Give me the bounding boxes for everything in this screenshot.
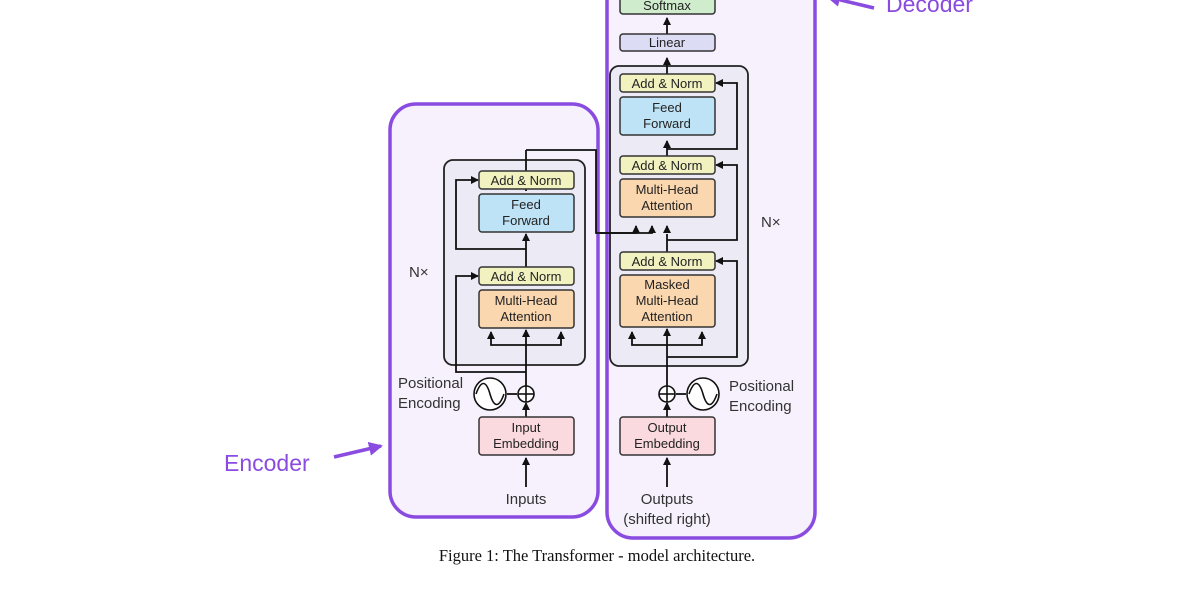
softmax-box: [619, 0, 716, 15]
enc-nx-label: N×: [409, 264, 429, 281]
dec-positional-line1: Positional: [729, 378, 794, 395]
softmax-label: Softmax: [643, 0, 691, 13]
encoder-connections: [455, 149, 656, 487]
enc-feed-forward-line1: Feed: [511, 197, 541, 212]
dec-mha-line2: Attention: [641, 198, 692, 213]
dec-add-circle-icon: [658, 385, 676, 403]
decoder-callout: Decoder: [886, 0, 973, 17]
dec-masked-line1: Masked: [644, 277, 690, 292]
dec-nx-label: N×: [761, 214, 781, 231]
enc-mha-line2: Attention: [500, 309, 551, 324]
dec-add-norm-ff: Add & Norm: [632, 76, 703, 91]
encoder-layer-stack: [443, 159, 586, 366]
input-embedding-line1: Input: [512, 420, 541, 435]
outputs-label-line2: (shifted right): [623, 511, 711, 528]
dec-masked-mha-box: [619, 274, 716, 328]
dec-masked-line2: Multi-Head: [636, 293, 699, 308]
dec-feed-forward-box: [619, 96, 716, 136]
enc-mha-line1: Multi-Head: [495, 293, 558, 308]
enc-feed-forward-box: [478, 193, 575, 233]
input-embedding-box: [478, 416, 575, 456]
enc-multi-head-attention-box: [478, 289, 575, 329]
dec-masked-line3: Attention: [641, 309, 692, 324]
output-embedding-box: [619, 416, 716, 456]
dec-add-norm-ff-box: [619, 73, 716, 93]
inputs-label: Inputs: [506, 491, 547, 508]
dec-add-norm-cross: Add & Norm: [632, 158, 703, 173]
enc-positional-line2: Encoding: [398, 395, 461, 412]
dec-feed-forward-line1: Feed: [652, 100, 682, 115]
enc-feed-forward-line2: Forward: [502, 213, 550, 228]
enc-add-norm-att: Add & Norm: [491, 269, 562, 284]
linear-label: Linear: [649, 35, 686, 50]
linear-box: [619, 33, 716, 52]
enc-add-circle-icon: [517, 385, 535, 403]
decoder-connections: [628, 17, 738, 487]
figure-caption: Figure 1: The Transformer - model archit…: [439, 546, 755, 565]
dec-add-norm-cross-box: [619, 155, 716, 175]
enc-positional-line1: Positional: [398, 375, 463, 392]
dec-add-norm-masked: Add & Norm: [632, 254, 703, 269]
dec-multi-head-attention-box: [619, 178, 716, 218]
decoder-callout-arrow: [826, 0, 875, 10]
enc-add-norm-att-box: [478, 266, 575, 286]
enc-sine-wave-icon: [473, 377, 507, 411]
output-embedding-line2: Embedding: [634, 436, 700, 451]
dec-sine-wave-icon: [686, 377, 720, 411]
input-embedding-line2: Embedding: [493, 436, 559, 451]
encoder-callout: Encoder: [224, 450, 310, 476]
enc-add-norm-ff: Add & Norm: [491, 173, 562, 188]
encoder-callout-arrow: [333, 441, 383, 459]
dec-feed-forward-line2: Forward: [643, 116, 691, 131]
dec-add-norm-masked-box: [619, 251, 716, 271]
enc-add-norm-ff-box: [478, 170, 575, 190]
dec-positional-line2: Encoding: [729, 398, 792, 415]
dec-mha-line1: Multi-Head: [636, 182, 699, 197]
output-embedding-line1: Output: [647, 420, 686, 435]
outputs-label-line1: Outputs: [641, 491, 694, 508]
